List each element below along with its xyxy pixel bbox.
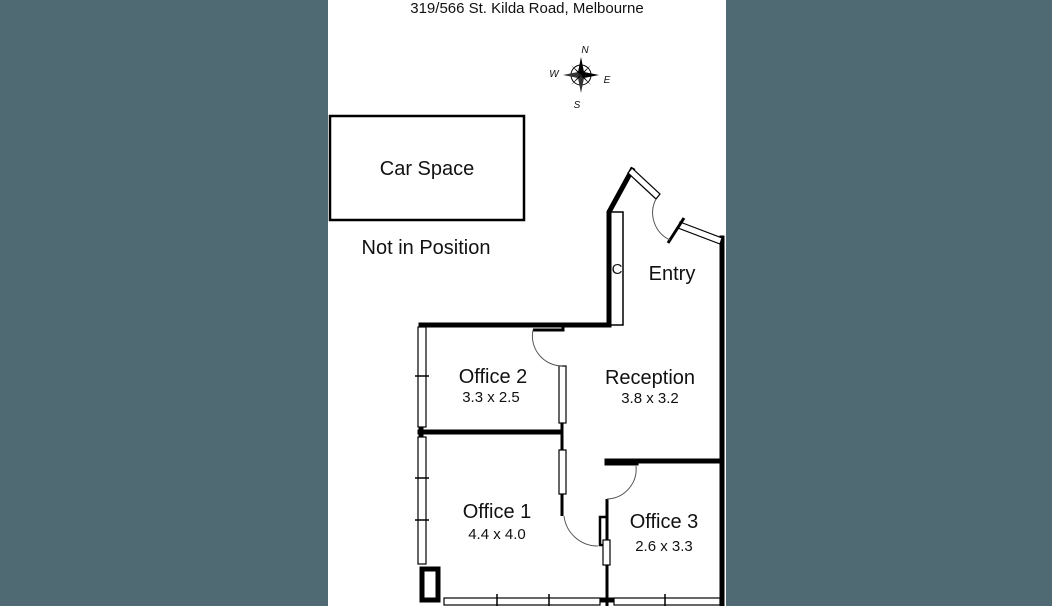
office2-size: 3.3 x 2.5 (462, 389, 520, 406)
plan-sheet (328, 0, 726, 606)
compass-s: S (574, 100, 581, 111)
reception-label: Reception (605, 367, 695, 389)
plan-title: 319/566 St. Kilda Road, Melbourne (410, 0, 644, 17)
entry-label: Entry (649, 263, 696, 285)
office1-label: Office 1 (463, 501, 532, 523)
compass-e: E (604, 75, 611, 86)
door-swings (531, 198, 671, 547)
windows (415, 167, 723, 606)
reception-size: 3.8 x 3.2 (621, 390, 679, 407)
office2-label: Office 2 (459, 366, 528, 388)
office3-size: 2.6 x 3.3 (635, 538, 693, 555)
car-space-note: Not in Position (362, 237, 491, 259)
compass-n: N (581, 45, 589, 56)
office1-size: 4.4 x 4.0 (468, 526, 526, 543)
compass-rose-icon: N W E S (549, 45, 610, 111)
car-space-label: Car Space (380, 158, 475, 180)
closet-label: C (612, 261, 623, 278)
walls (417, 166, 725, 606)
car-space: Car Space Not in Position (328, 114, 526, 259)
office3-label: Office 3 (630, 511, 699, 533)
compass-w: W (549, 69, 560, 80)
